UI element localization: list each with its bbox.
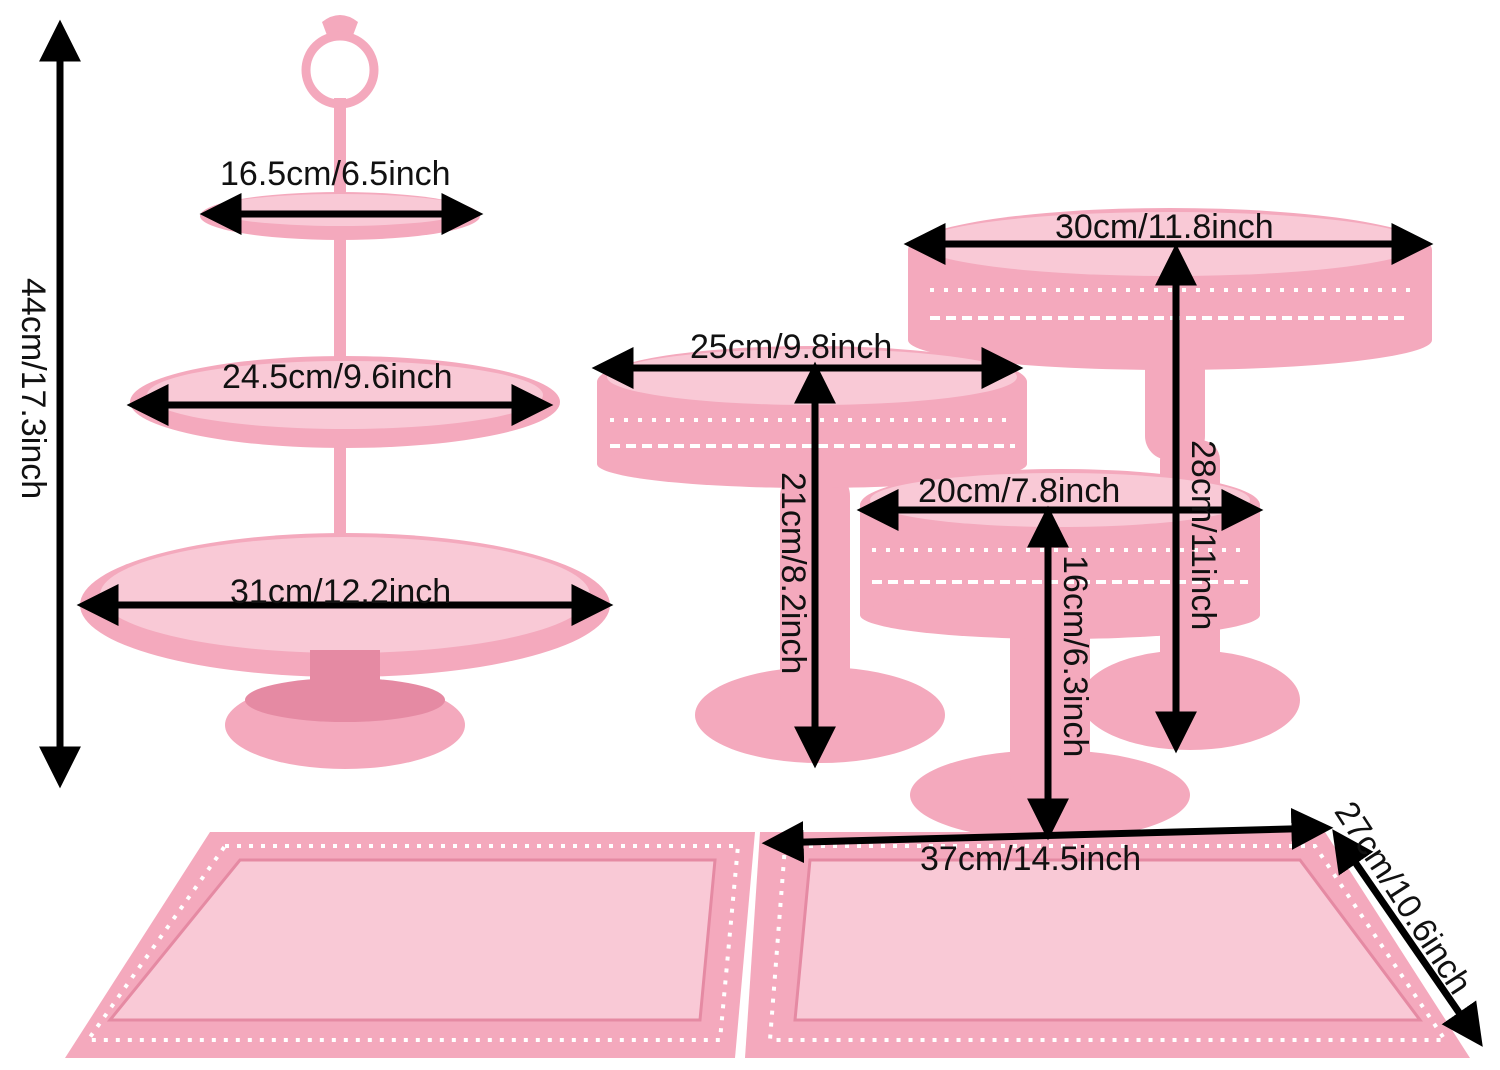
tray-width-arrow — [1332, 829, 1483, 1047]
rectangular-tray-left — [65, 832, 755, 1058]
rectangular-tray-right — [745, 832, 1470, 1058]
tier-middle-width-label: 24.5cm/9.6inch — [222, 358, 453, 396]
tiered-height-label: 44cm/17.3inch — [14, 278, 52, 500]
tray-length-label: 37cm/14.5inch — [920, 840, 1142, 878]
tier-top-width-label: 16.5cm/6.5inch — [220, 155, 451, 193]
tray-length-arrow — [761, 807, 1334, 864]
stand-large-height-label: 28cm/11inch — [1184, 440, 1222, 631]
stand-large-width-label: 30cm/11.8inch — [1055, 208, 1274, 246]
stand-medium-height-label: 21cm/8.2inch — [774, 472, 812, 675]
stand-small-height-label: 16cm/6.3inch — [1056, 555, 1094, 758]
stand-small-width-label: 20cm/7.8inch — [918, 472, 1121, 510]
tier-bottom-width-label: 31cm/12.2inch — [230, 573, 452, 611]
stand-medium-width-label: 25cm/9.8inch — [690, 328, 893, 366]
